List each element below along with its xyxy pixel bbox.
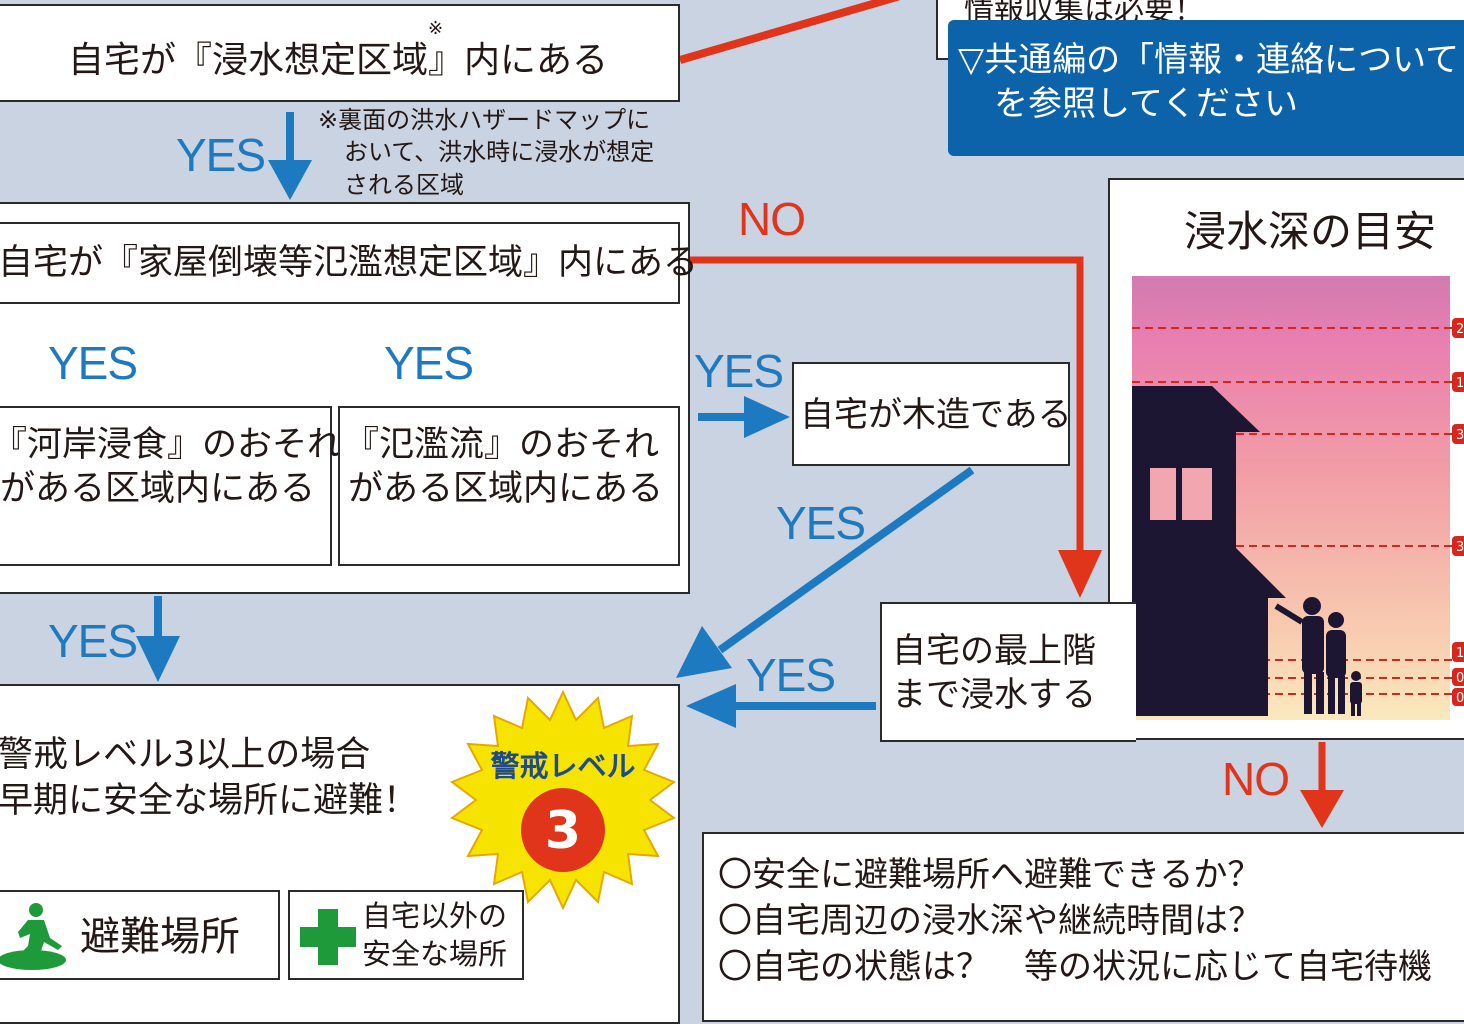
family-silhouette bbox=[1274, 597, 1362, 716]
house-collapse-label: 自宅が『家屋倒壊等氾濫想定区域』内にある bbox=[0, 243, 699, 283]
erosion-line1: 『河岸浸食』のおそれ bbox=[0, 425, 343, 465]
safe-place-line2: 安全な場所 bbox=[362, 937, 508, 971]
no-arrowhead-collapse bbox=[1058, 550, 1102, 598]
depth-illustration: 2 1 3 3 1 0 0 bbox=[1132, 276, 1464, 720]
flood-flow-line2: がある区域内にある bbox=[348, 469, 664, 509]
yes-label-erosion: YES bbox=[48, 337, 138, 389]
wooden-box: 自宅が木造である bbox=[792, 362, 1072, 466]
yes-label-wooden: YES bbox=[694, 345, 784, 397]
no-arrowhead-bottom bbox=[1300, 790, 1344, 828]
evac-line2: 早期に安全な場所に避難！ bbox=[0, 781, 419, 821]
yes-arrow-top bbox=[268, 160, 312, 200]
running-person-icon bbox=[0, 903, 66, 970]
flood-flow-box: 『氾濫流』のおそれ がある区域内にある bbox=[338, 406, 680, 566]
yes-arrow-topfloor bbox=[686, 684, 736, 728]
badge-label: 警戒レベル bbox=[490, 749, 635, 783]
yes-arrow-evac bbox=[136, 636, 180, 682]
yes-label-flood: YES bbox=[384, 337, 474, 389]
flood-flow-line1: 『氾濫流』のおそれ bbox=[344, 425, 660, 465]
shelter-legend: 避難場所 bbox=[0, 890, 280, 980]
flood-zone-mark: ※ bbox=[428, 18, 444, 39]
top-floor-line2: まで浸水する bbox=[892, 675, 1096, 715]
home-wait-line1: 〇安全に避難場所へ避難できるか？ bbox=[718, 855, 1262, 895]
info-box: ▽共通編の「情報・連絡について を参照してください bbox=[948, 20, 1464, 156]
yes-label-diagonal: YES bbox=[776, 497, 866, 549]
house-collapse-box: 自宅が『家屋倒壊等氾濫想定区域』内にある bbox=[0, 222, 698, 304]
badge-number: 3 bbox=[545, 801, 581, 861]
depth-marker-2: 1 bbox=[1456, 376, 1464, 391]
no-label-bottom: NO bbox=[1222, 753, 1290, 805]
top-floor-line1: 自宅の最上階 bbox=[892, 631, 1096, 671]
yes-arrow-diagonal bbox=[676, 626, 732, 678]
safe-place-line1: 自宅以外の bbox=[362, 899, 508, 933]
flood-zone-box: 自宅が『浸水想定区域』内にある ※ bbox=[0, 4, 680, 102]
depth-marker-1: 2 bbox=[1456, 322, 1464, 337]
home-wait-line2: 〇自宅周辺の浸水深や継続時間は？ bbox=[718, 901, 1262, 941]
no-label-collapse: NO bbox=[738, 193, 806, 245]
wooden-label: 自宅が木造である bbox=[800, 395, 1072, 435]
safe-place-legend: 自宅以外の 安全な場所 bbox=[288, 890, 524, 980]
info-line1: ▽共通編の「情報・連絡について bbox=[958, 40, 1460, 80]
yes-label-topfloor: YES bbox=[746, 649, 836, 701]
top-note-line2: おいて、洪水時に浸水が想定 bbox=[344, 138, 655, 167]
no-arrow-top bbox=[678, 0, 901, 64]
depth-title: 浸水深の目安 bbox=[1184, 207, 1437, 256]
yes-label-1: YES bbox=[176, 129, 266, 181]
yes-label-evac: YES bbox=[48, 615, 138, 667]
top-note: ※裏面の洪水ハザードマップに おいて、洪水時に浸水が想定 される区域 bbox=[318, 104, 654, 201]
evac-line1: 警戒レベル3以上の場合 bbox=[0, 735, 371, 775]
top-note-line1: ※裏面の洪水ハザードマップに bbox=[318, 106, 651, 134]
depth-marker-7: 0 bbox=[1456, 691, 1464, 706]
depth-marker-6: 0 bbox=[1456, 671, 1464, 686]
alert-level-badge: 警戒レベル 3 bbox=[449, 690, 677, 910]
green-cross-icon bbox=[300, 909, 356, 965]
erosion-line2: がある区域内にある bbox=[0, 469, 316, 509]
shelter-label: 避難場所 bbox=[80, 914, 240, 960]
home-wait-box: 〇安全に避難場所へ避難できるか？ 〇自宅周辺の浸水深や継続時間は？ 〇自宅の状態… bbox=[702, 832, 1464, 1022]
depth-marker-3: 3 bbox=[1456, 428, 1464, 443]
info-line2: を参照してください bbox=[994, 84, 1298, 125]
top-floor-box: 自宅の最上階 まで浸水する bbox=[880, 602, 1136, 742]
home-wait-line3: 〇自宅の状態は？ 等の状況に応じて自宅待機 bbox=[718, 947, 1432, 987]
depth-marker-4: 3 bbox=[1456, 540, 1464, 555]
top-note-line3: される区域 bbox=[344, 170, 464, 199]
depth-marker-5: 1 bbox=[1456, 646, 1464, 661]
no-line-collapse bbox=[690, 256, 1084, 570]
erosion-box: 『河岸浸食』のおそれ がある区域内にある bbox=[0, 406, 342, 566]
yes-arrow-wooden bbox=[744, 396, 790, 438]
flood-zone-label: 自宅が『浸水想定区域』内にある bbox=[68, 40, 609, 81]
